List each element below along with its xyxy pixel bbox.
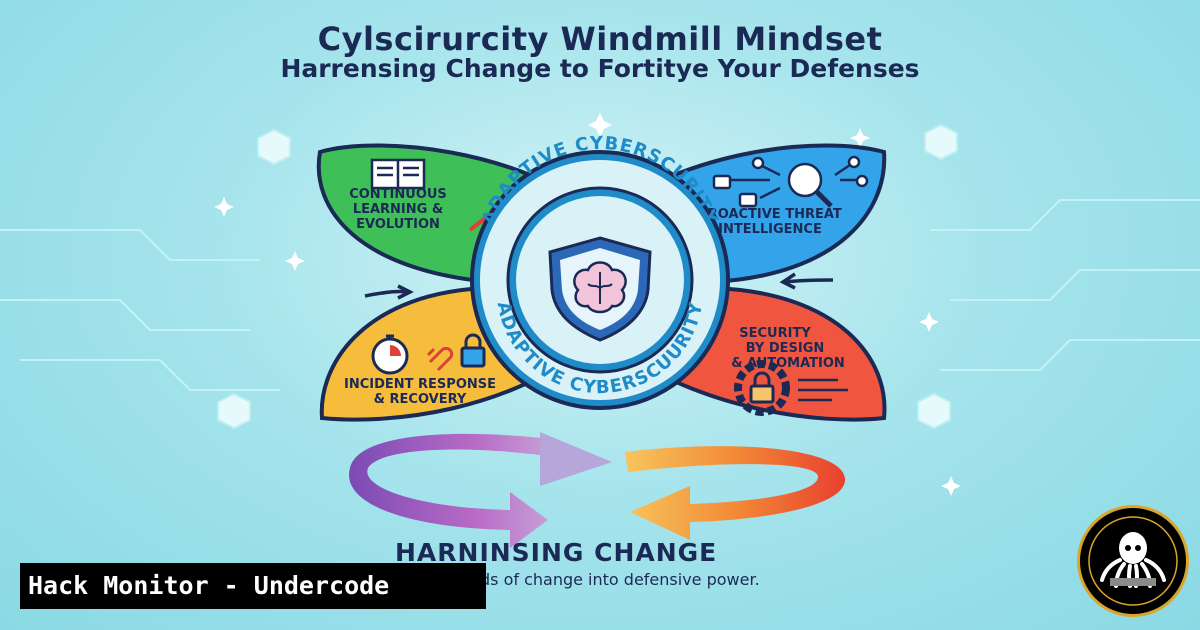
petal-label-learning-2: LEARNING & [353,202,443,217]
gear-lock-icon [734,360,848,416]
petal-label-intel-2: INTELLIGENCE [718,222,822,237]
page-title: Cylscirurcity Windmill Mindset [317,20,883,58]
circuit-lines-decoration [0,199,1200,391]
watermark-banner: Hack Monitor - Undercode [20,563,486,609]
shield-brain-icon [548,236,652,342]
cycle-arrow-left [349,432,612,548]
petal-label-learning-1: CONTINUOUS [349,187,447,202]
footer-tagline: ds of change into defensive power. [480,570,760,589]
cube-decoration [217,123,958,430]
octopus-logo-graphic [1088,516,1178,606]
sparkle-decoration [214,113,961,496]
petal-label-learning-3: EVOLUTION [356,217,440,232]
octopus-logo-icon [1077,505,1189,617]
cycle-arrow-right [625,446,846,540]
footer-heading: HARNINSING CHANGE [395,538,718,567]
petal-label-design-1: SECURITY [739,326,811,341]
page-subtitle: Harrensing Change to Fortitye Your Defen… [280,54,920,83]
stopwatch-chain-lock-icon [371,333,486,375]
network-magnifier-icon [712,155,869,208]
petal-label-incident-2: & RECOVERY [374,392,467,407]
petal-label-intel-1: PROACTIVE THREAT [698,207,842,222]
petal-label-design-2: BY DESIGN [746,341,825,356]
petal-label-incident-1: INCIDENT RESPONSE [344,377,496,392]
